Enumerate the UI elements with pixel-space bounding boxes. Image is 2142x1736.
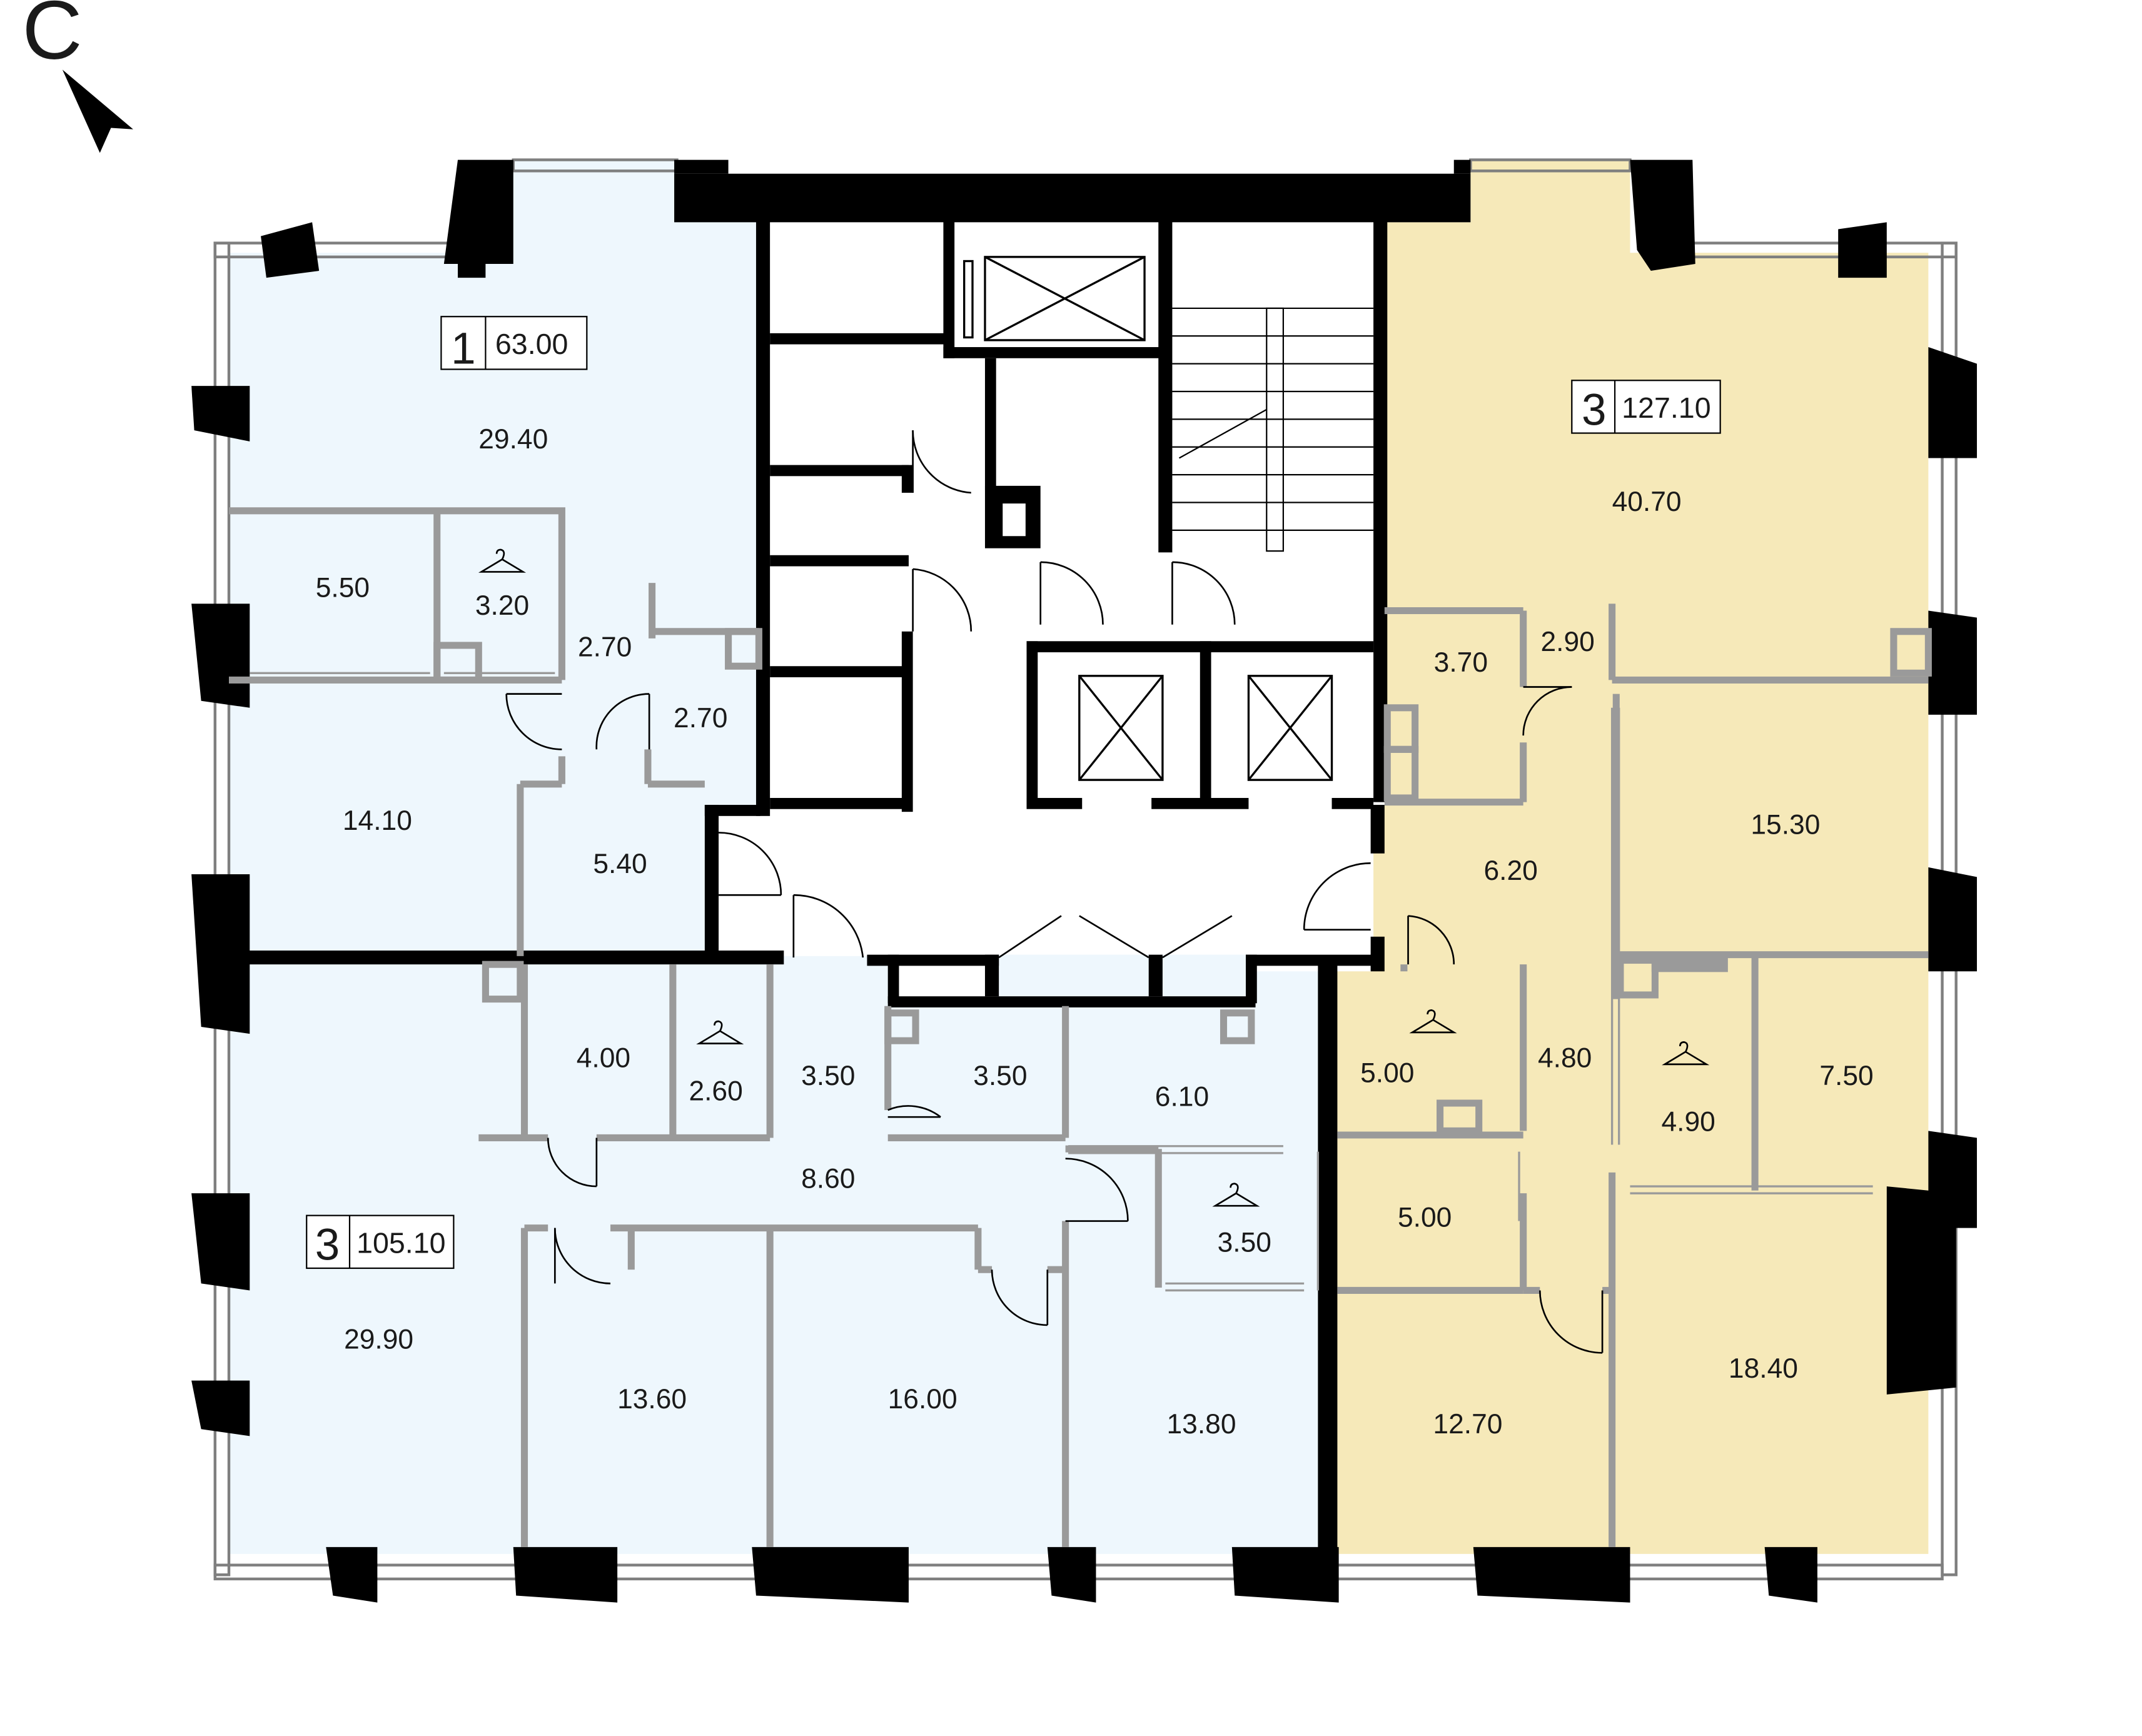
apartment-badge-3: 3 105.10 (306, 1214, 455, 1270)
room-area: 18.40 (1729, 1353, 1798, 1384)
sliding-doors (250, 672, 1873, 1292)
room-area: 15.30 (1750, 810, 1820, 840)
room-area: 2.70 (674, 703, 727, 734)
interior-partitions (229, 507, 1932, 1547)
apartment-2-area: 127.10 (1622, 391, 1710, 424)
staircase (1172, 307, 1374, 552)
room-area: 3.70 (1434, 647, 1488, 678)
room-area: 29.40 (478, 424, 548, 455)
elevator-shafts (963, 256, 1333, 781)
room-area: 5.40 (593, 849, 647, 879)
apartment-3-rooms: 3 (315, 1221, 340, 1270)
room-area: 6.10 (1155, 1081, 1209, 1112)
room-area: 13.60 (617, 1384, 687, 1415)
room-area: 3.50 (801, 1061, 855, 1091)
room-area: 6.20 (1484, 855, 1538, 886)
apartment-1-area: 63.00 (495, 328, 568, 360)
room-area: 8.60 (801, 1163, 855, 1194)
room-area: 5.00 (1360, 1058, 1414, 1089)
apartment-2-rooms: 3 (1582, 385, 1606, 435)
door-swings (505, 430, 1604, 1354)
apartment-badge-2: 3 127.10 (1571, 380, 1721, 435)
hanger-icon (478, 548, 527, 573)
room-area: 5.50 (316, 572, 370, 603)
structural-walls (191, 159, 1978, 1603)
room-area: 16.00 (888, 1384, 957, 1415)
apartment-3-area: 105.10 (356, 1227, 445, 1259)
room-area: 29.90 (344, 1325, 413, 1355)
hanger-icon (1662, 1041, 1710, 1066)
room-area: 5.00 (1398, 1202, 1452, 1233)
room-area: 2.60 (689, 1076, 742, 1107)
hanger-icon (1409, 1009, 1457, 1034)
room-area: 3.20 (475, 590, 529, 621)
room-area-labels: 29.40 5.50 3.20 2.70 2.70 14.10 5.40 40.… (316, 424, 1874, 1440)
apartment-1-rooms: 1 (451, 325, 475, 374)
room-area: 13.80 (1167, 1409, 1236, 1440)
room-area: 14.10 (343, 805, 412, 836)
room-area: 4.00 (577, 1042, 630, 1073)
room-area: 3.50 (1218, 1227, 1271, 1258)
apartment-badge-1: 1 63.00 (440, 316, 588, 374)
room-area: 2.70 (578, 632, 632, 663)
apartment-3-right-fill (1331, 159, 1929, 1554)
room-area: 4.90 (1661, 1106, 1715, 1137)
room-area: 2.90 (1540, 627, 1594, 657)
room-area: 3.50 (973, 1061, 1027, 1091)
hanger-icon (696, 1020, 744, 1044)
room-area: 7.50 (1819, 1061, 1873, 1091)
room-area: 40.70 (1612, 487, 1682, 517)
room-area: 12.70 (1433, 1409, 1502, 1440)
apartment-1-fill (229, 159, 759, 956)
hanger-icon (1212, 1183, 1260, 1207)
room-area: 4.80 (1538, 1042, 1592, 1073)
compass-label: С (22, 0, 82, 77)
north-arrow-icon (62, 69, 133, 153)
